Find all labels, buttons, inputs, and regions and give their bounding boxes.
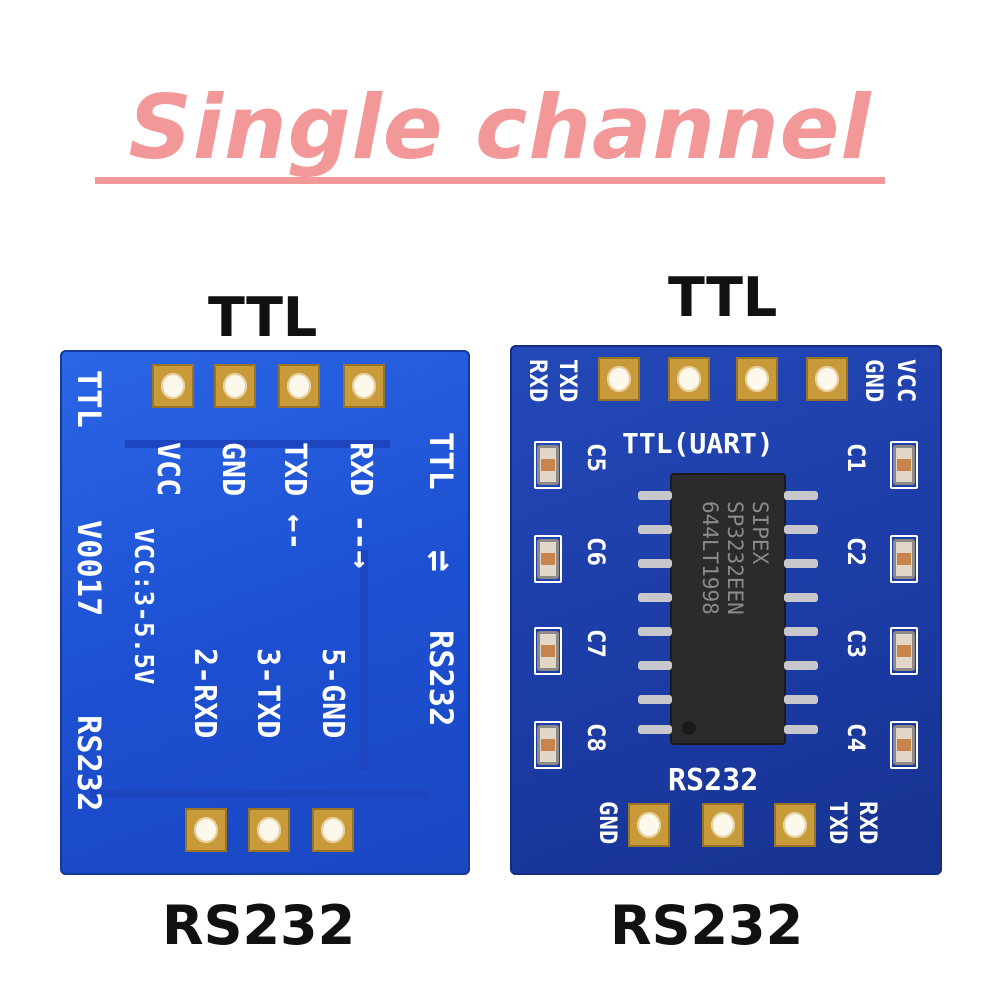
- cap-frame: [890, 441, 918, 489]
- cap-label-c5: C5: [582, 443, 610, 472]
- capacitor-c4: [893, 725, 915, 765]
- right-ttl-label: TTL: [668, 266, 778, 329]
- ic-chip: SIPEX SP3232EEN 644LT1998: [670, 473, 786, 745]
- cap-label-c6: C6: [582, 537, 610, 566]
- cap-label-c8: C8: [582, 723, 610, 752]
- cap-frame: [890, 535, 918, 583]
- chip-pin: [638, 695, 672, 704]
- capacitor-c3: [893, 631, 915, 671]
- cap-label-c1: C1: [842, 443, 870, 472]
- right-pad-rxd: [774, 803, 816, 847]
- left-pad-rs-rxd: [185, 808, 227, 852]
- right-pad-4: [806, 357, 848, 401]
- chip-line-1: SIPEX: [748, 501, 772, 565]
- left-silk-left-ttl: TTL: [70, 370, 108, 428]
- right-silk-rxd-bottom: RXD: [854, 801, 882, 845]
- chip-pin: [638, 661, 672, 670]
- page-heading: Single channel: [128, 76, 872, 179]
- right-rs232-label: RS232: [610, 894, 804, 957]
- left-pcb: VCC GND TXD ←- RXD --→ TTL ⇌ RS232 TTL V…: [60, 350, 470, 875]
- cap-label-c4: C4: [842, 723, 870, 752]
- left-silk-rxd-arrow: RXD --→: [343, 442, 378, 569]
- right-silk-title: TTL(UART): [622, 427, 774, 460]
- left-silk-left-rs232: RS232: [70, 715, 108, 812]
- right-pad-3: [736, 357, 778, 401]
- left-pad-rs-gnd: [312, 808, 354, 852]
- chip-line-2: SP3232EEN: [723, 501, 747, 615]
- right-silk-txd-top: TXD: [554, 359, 582, 403]
- left-rs232-label: RS232: [162, 894, 356, 957]
- chip-pin: [784, 491, 818, 500]
- cap-frame: [890, 627, 918, 675]
- chip-pin: [784, 661, 818, 670]
- cap-frame: [534, 535, 562, 583]
- chip-pin: [638, 627, 672, 636]
- right-silk-txd-bottom: TXD: [824, 801, 852, 845]
- left-silk-gnd: GND: [215, 442, 250, 497]
- chip-pin: [784, 725, 818, 734]
- chip-pin: [638, 725, 672, 734]
- left-ttl-label: TTL: [208, 286, 318, 349]
- cap-frame: [534, 627, 562, 675]
- chip-line-3: 644LT1998: [698, 501, 722, 615]
- capacitor-c2: [893, 539, 915, 579]
- right-silk-gnd-bottom: GND: [594, 801, 622, 845]
- cap-frame: [890, 721, 918, 769]
- chip-pin: [784, 593, 818, 602]
- left-pad-vcc: [152, 364, 194, 408]
- right-silk-gnd-top: GND: [860, 359, 888, 403]
- right-silk-rxd-top: RXD: [524, 359, 552, 403]
- chip-markings: SIPEX SP3232EEN 644LT1998: [697, 501, 772, 615]
- chip-pin: [638, 559, 672, 568]
- right-pcb: RXD TXD GND VCC GND TXD RXD TTL(UART) RS…: [510, 345, 942, 875]
- left-pad-rs-txd: [248, 808, 290, 852]
- capacitor-c1: [893, 445, 915, 485]
- chip-pin: [784, 627, 818, 636]
- chip-pin: [784, 559, 818, 568]
- right-pad-txd: [702, 803, 744, 847]
- heading-underline: [95, 177, 885, 184]
- cap-label-c2: C2: [842, 537, 870, 566]
- capacitor-c6: [537, 539, 559, 579]
- right-pad-2: [668, 357, 710, 401]
- chip-pin: [784, 695, 818, 704]
- left-pad-rxd: [343, 364, 385, 408]
- left-pad-gnd: [214, 364, 256, 408]
- left-silk-right-arrow: ⇌: [419, 550, 460, 572]
- left-silk-vcc-range: VCC:3-5.5V: [128, 528, 158, 685]
- capacitor-c7: [537, 631, 559, 671]
- cap-label-c7: C7: [582, 629, 610, 658]
- left-silk-left-v0017: V0017: [70, 520, 108, 617]
- chip-pin: [784, 525, 818, 534]
- capacitor-c8: [537, 725, 559, 765]
- chip-pin: [638, 525, 672, 534]
- right-silk-vcc-top: VCC: [892, 359, 920, 403]
- chip-pin: [638, 593, 672, 602]
- chip-pin: [638, 491, 672, 500]
- right-pad-1: [598, 357, 640, 401]
- cap-frame: [534, 441, 562, 489]
- right-silk-rs232: RS232: [668, 763, 759, 798]
- chip-pin1-dot: [682, 721, 696, 735]
- left-silk-txd-arrow: TXD ←-: [277, 442, 312, 551]
- right-pad-gnd: [628, 803, 670, 847]
- left-silk-rs-gnd: 5-GND: [315, 648, 350, 739]
- cap-frame: [534, 721, 562, 769]
- left-pad-txd: [278, 364, 320, 408]
- cap-label-c3: C3: [842, 629, 870, 658]
- left-silk-rs-rxd: 2-RXD: [187, 648, 222, 739]
- left-silk-right-ttl: TTL: [422, 432, 460, 490]
- left-silk-rs-txd: 3-TXD: [250, 648, 285, 739]
- left-silk-vcc: VCC: [150, 442, 185, 497]
- left-silk-right-rs232: RS232: [422, 630, 460, 727]
- capacitor-c5: [537, 445, 559, 485]
